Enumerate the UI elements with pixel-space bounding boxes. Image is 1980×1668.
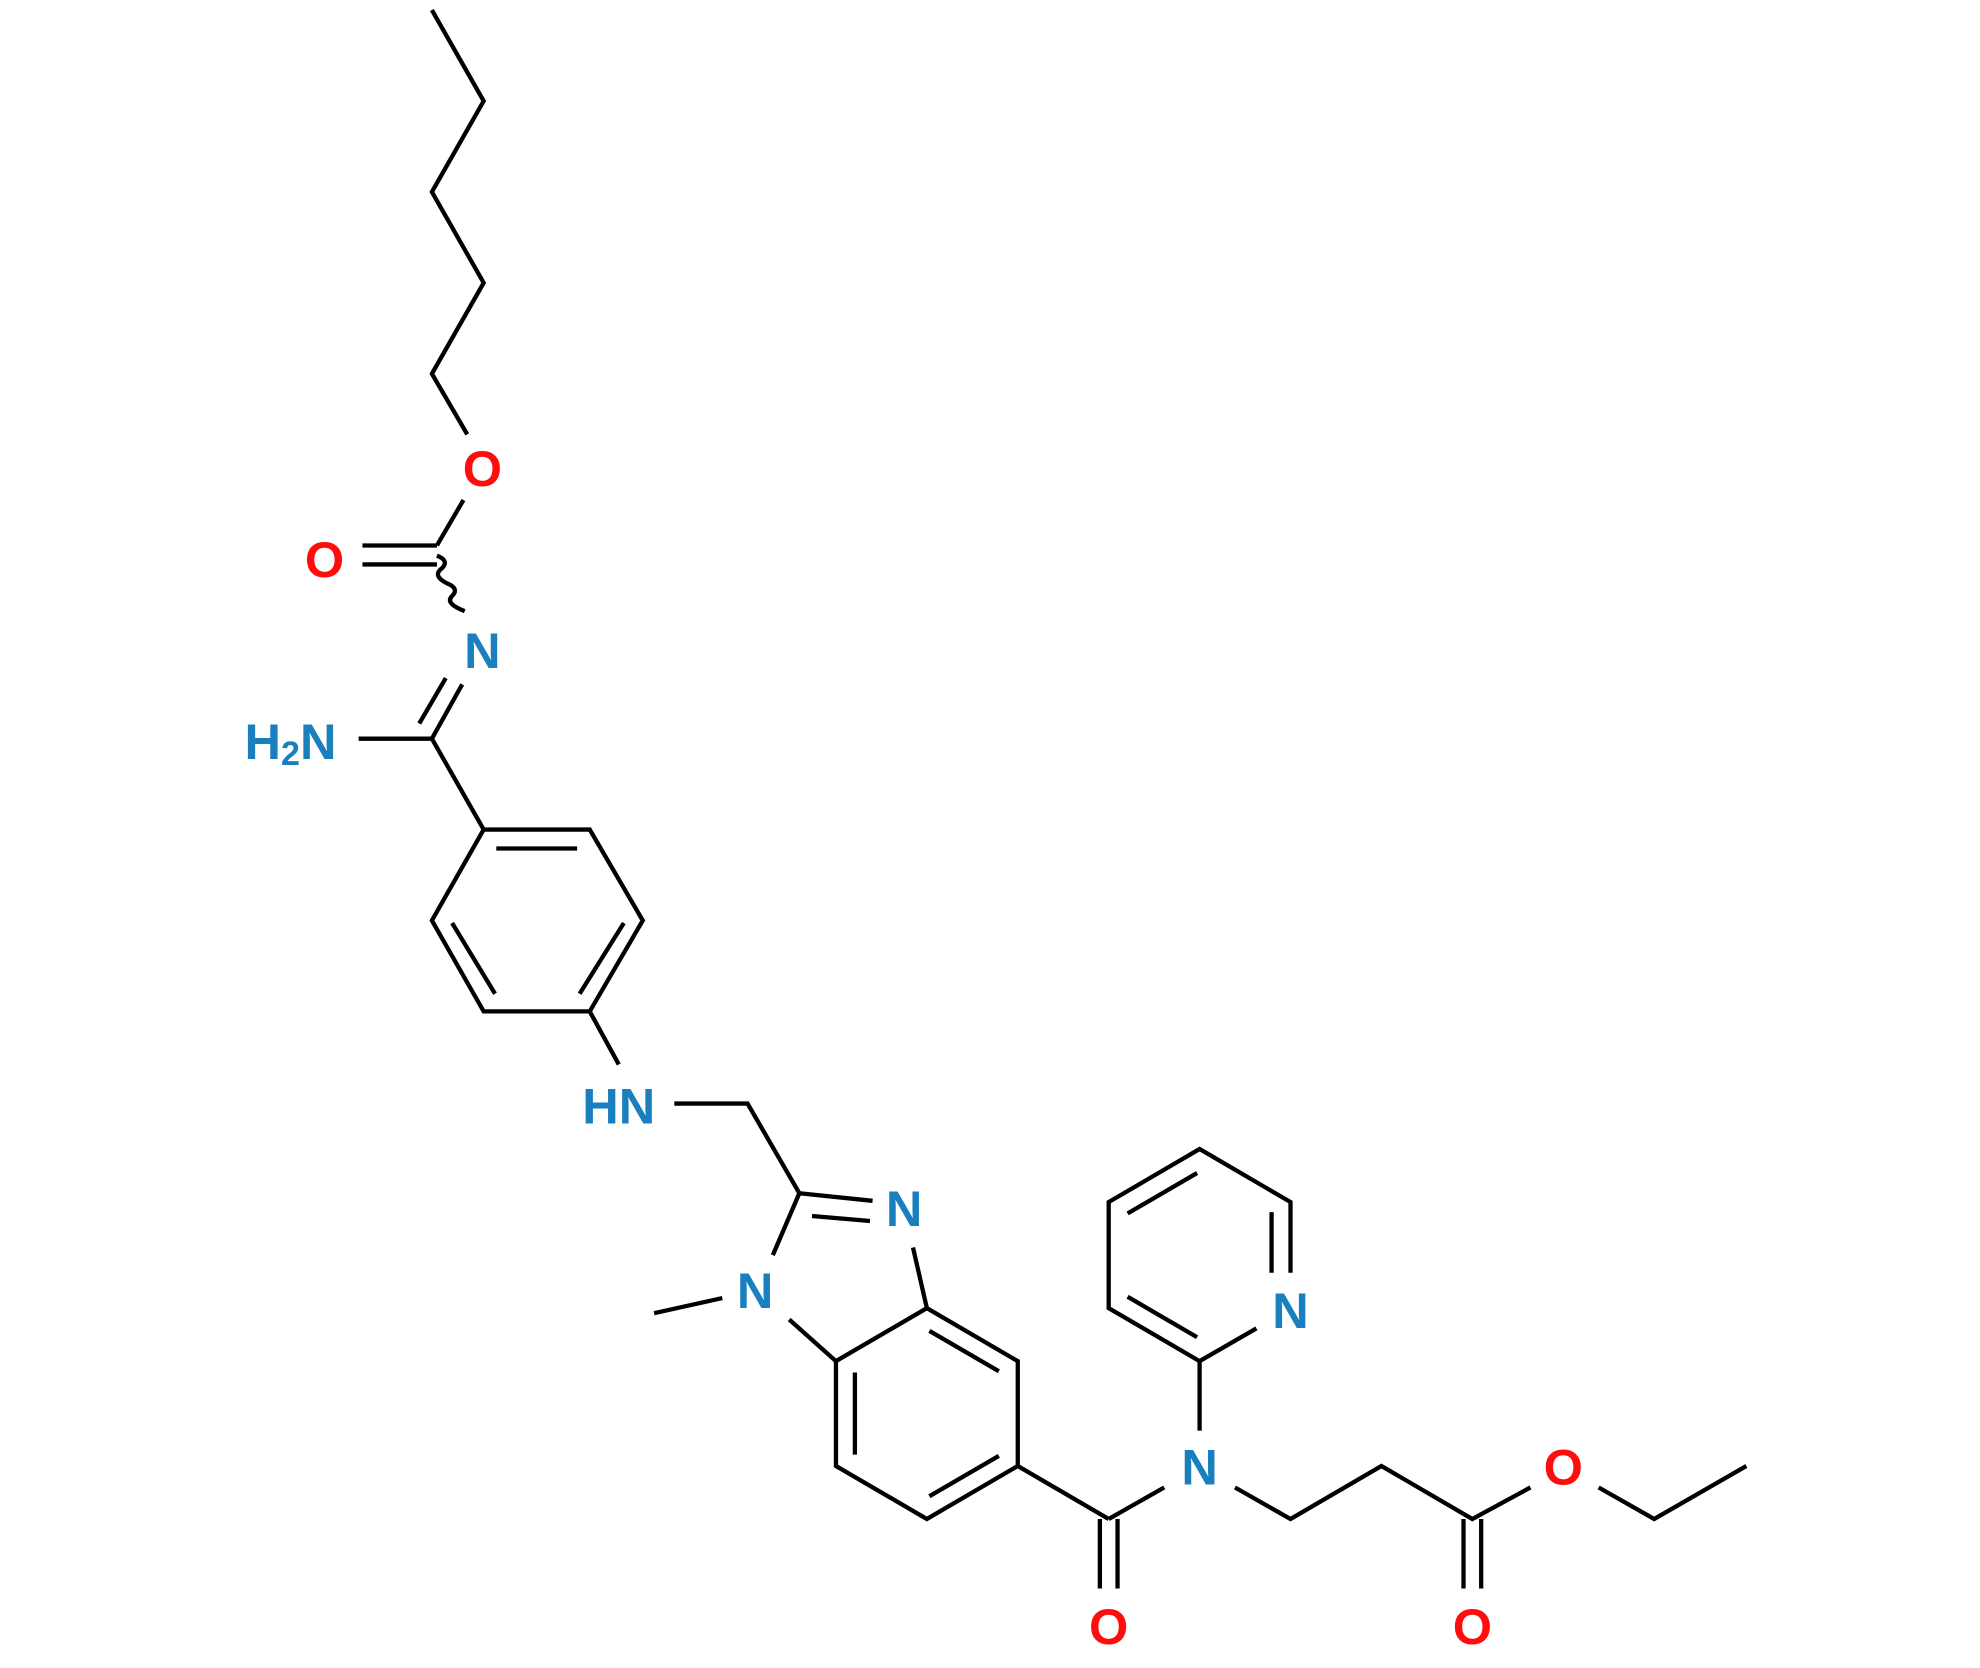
pyridine-inner-bond [1126, 1294, 1199, 1340]
benzene-inner-bond [577, 921, 626, 995]
atom-n-amide: N [1181, 1439, 1217, 1496]
benzene-ring [429, 827, 646, 1014]
atom-o-amide: O [1089, 1598, 1128, 1655]
fused-benzene-ring [833, 1305, 1020, 1522]
fused-inner-bond [928, 1454, 1000, 1499]
benzene-inner-bond [450, 921, 497, 995]
atom-labels: O O N H2N HN N N N N O O O [245, 440, 1583, 1655]
c2-n3-inner-bond [811, 1213, 871, 1224]
pentyl-chain-bond [429, 9, 487, 436]
n3-c3a-bond [910, 1247, 929, 1309]
atom-n-imidazole-3: N [886, 1180, 922, 1237]
atom-o-ester-carbonyl: O [1453, 1598, 1492, 1655]
atom-n-pyridine: N [1272, 1282, 1308, 1339]
o-c-bond [435, 498, 466, 547]
n-methyl-bond [653, 1295, 723, 1316]
wavy-bond [435, 553, 466, 614]
propanoate-chain [1233, 1463, 1532, 1522]
bonds [358, 9, 1748, 1589]
ethyl-chain [1597, 1464, 1748, 1522]
n1-c2-bond [770, 1192, 802, 1256]
atom-h2n: H2N [245, 713, 337, 773]
carbonyl-n-bond [1107, 1485, 1166, 1521]
c2-n3-double-bond [799, 1191, 873, 1203]
imine-double-bond [430, 683, 465, 740]
atom-n-imine: N [464, 622, 500, 679]
aryl-carbonyl-bond [1016, 1464, 1110, 1521]
atom-o-carbamate: O [305, 531, 344, 588]
atom-hn-linker: HN [582, 1078, 655, 1135]
nh-ch2-bond [674, 1101, 802, 1195]
pyridine-ring [1106, 1146, 1293, 1364]
atom-n-imidazole-1: N [737, 1262, 773, 1319]
fused-inner-bond [928, 1329, 1000, 1374]
c7a-n1-bond [787, 1317, 838, 1363]
atom-o-ester-ethyl: O [1544, 1439, 1583, 1496]
atom-o-ester-chain: O [463, 440, 502, 497]
amidine-ring-bond [430, 737, 486, 831]
aryl-nh-bond [587, 1010, 621, 1066]
imine-double-bond-inner [417, 676, 448, 725]
pyridine-inner-bond [1126, 1171, 1199, 1216]
